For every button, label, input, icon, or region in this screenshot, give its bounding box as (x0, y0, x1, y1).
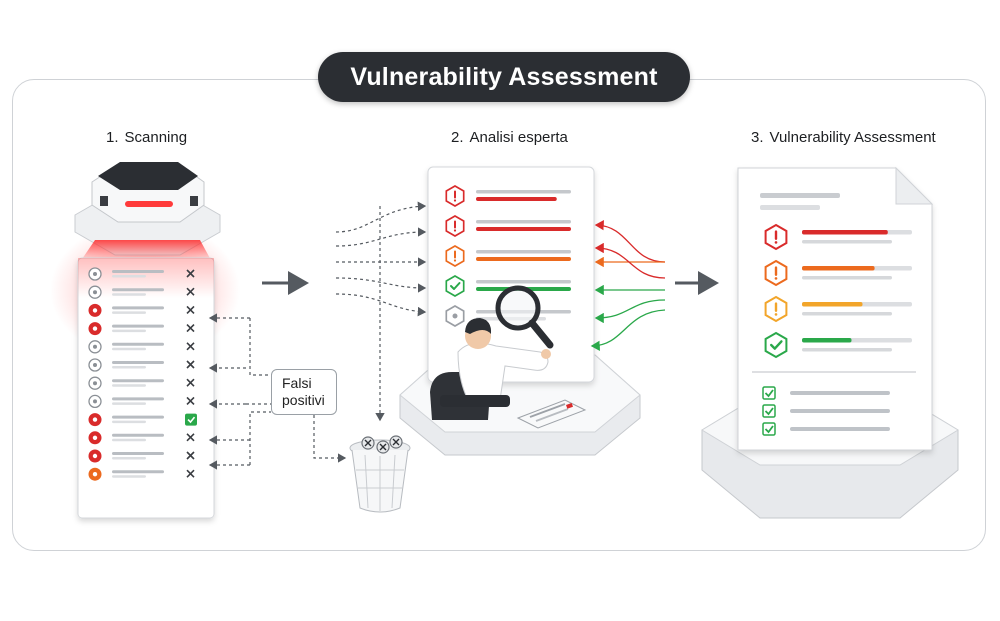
step-1-number: 1. (106, 129, 119, 146)
report-check-item (762, 386, 890, 400)
scan-result-row (88, 394, 195, 409)
step-2-label: 2. Analisi esperta (451, 129, 568, 146)
step-1-text: Scanning (124, 129, 188, 146)
scan-result-row (88, 376, 195, 390)
step-3-text: Vulnerability Assessment (769, 129, 936, 146)
analysis-finding-row (445, 245, 571, 267)
scan-result-row (88, 285, 195, 299)
step-1-label: 1. Scanning (106, 129, 187, 146)
incoming-data-arrows (335, 201, 427, 422)
scan-result-row (88, 431, 195, 445)
magnifier-icon (495, 285, 554, 349)
scan-result-row (88, 413, 197, 427)
scan-result-row (88, 467, 195, 481)
scan-result-row (88, 449, 195, 463)
scan-result-row (88, 303, 195, 317)
analysis-finding-row (445, 215, 571, 237)
validated-output-arrows (590, 220, 666, 351)
scan-result-row (88, 340, 195, 354)
step-2-number: 2. (451, 129, 464, 146)
step-2-text: Analisi esperta (469, 129, 568, 146)
analysis-finding-row (445, 275, 571, 297)
diagram-title: Vulnerability Assessment (318, 52, 690, 102)
scan-result-row (88, 322, 195, 336)
report-finding-row (764, 331, 912, 359)
step-3-label: 3. Vulnerability Assessment (751, 129, 936, 146)
report-header-lines (760, 193, 840, 210)
tablet-device (516, 399, 587, 429)
analyst-person (430, 318, 551, 420)
step-3-number: 3. (751, 129, 764, 146)
report-check-item (762, 404, 890, 418)
trash-bin-icon (349, 435, 411, 513)
false-positive-links (208, 313, 347, 470)
scan-result-row (88, 267, 195, 281)
report-check-item (762, 422, 890, 436)
report-finding-row (764, 223, 912, 251)
false-positives-callout: Falsi positivi (271, 369, 337, 415)
report-finding-row (764, 259, 912, 287)
callout-line-2: positivi (282, 392, 325, 408)
scan-result-row (88, 358, 195, 372)
analysis-finding-row (445, 185, 571, 207)
callout-line-1: Falsi (282, 375, 312, 391)
report-finding-row (764, 295, 912, 323)
